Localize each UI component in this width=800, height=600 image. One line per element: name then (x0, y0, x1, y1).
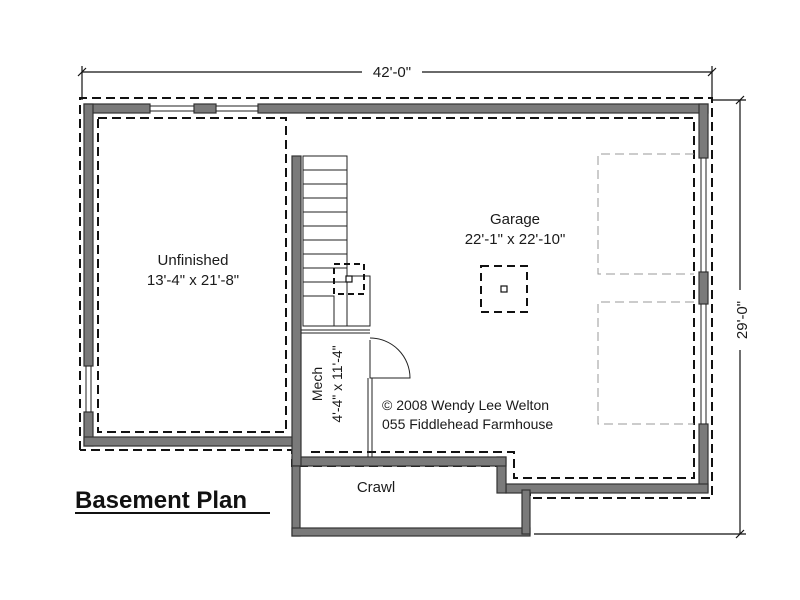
stairs (302, 155, 371, 327)
crawl-space-name: Crawl (357, 479, 395, 496)
garage-room-size: 22'-1" x 22'-10" (465, 231, 566, 248)
garage-inner-outline (306, 117, 695, 479)
foundation-walls (83, 103, 709, 537)
copyright-line-1: © 2008 Wendy Lee Welton (382, 397, 549, 413)
mech-room-size: 4'-4" x 11'-4" (329, 345, 345, 422)
depth-dimension: 29'-0" (534, 95, 751, 539)
garage-car-bays (597, 153, 694, 425)
copyright-line-2: 055 Fiddlehead Farmhouse (382, 416, 553, 432)
garage-column (480, 265, 528, 313)
unfinished-room-size: 13'-4" x 21'-8" (147, 272, 239, 289)
garage-room-name: Garage (490, 211, 540, 228)
width-dimension: 42'-0" (77, 62, 717, 100)
mech-room (301, 329, 411, 457)
plan-title: Basement Plan (75, 487, 247, 514)
mech-room-name: Mech (309, 367, 325, 401)
width-dimension-label: 42'-0" (373, 64, 411, 81)
stair-post (333, 263, 365, 295)
unfinished-room-name: Unfinished (158, 252, 229, 269)
depth-dimension-label: 29'-0" (734, 301, 751, 339)
